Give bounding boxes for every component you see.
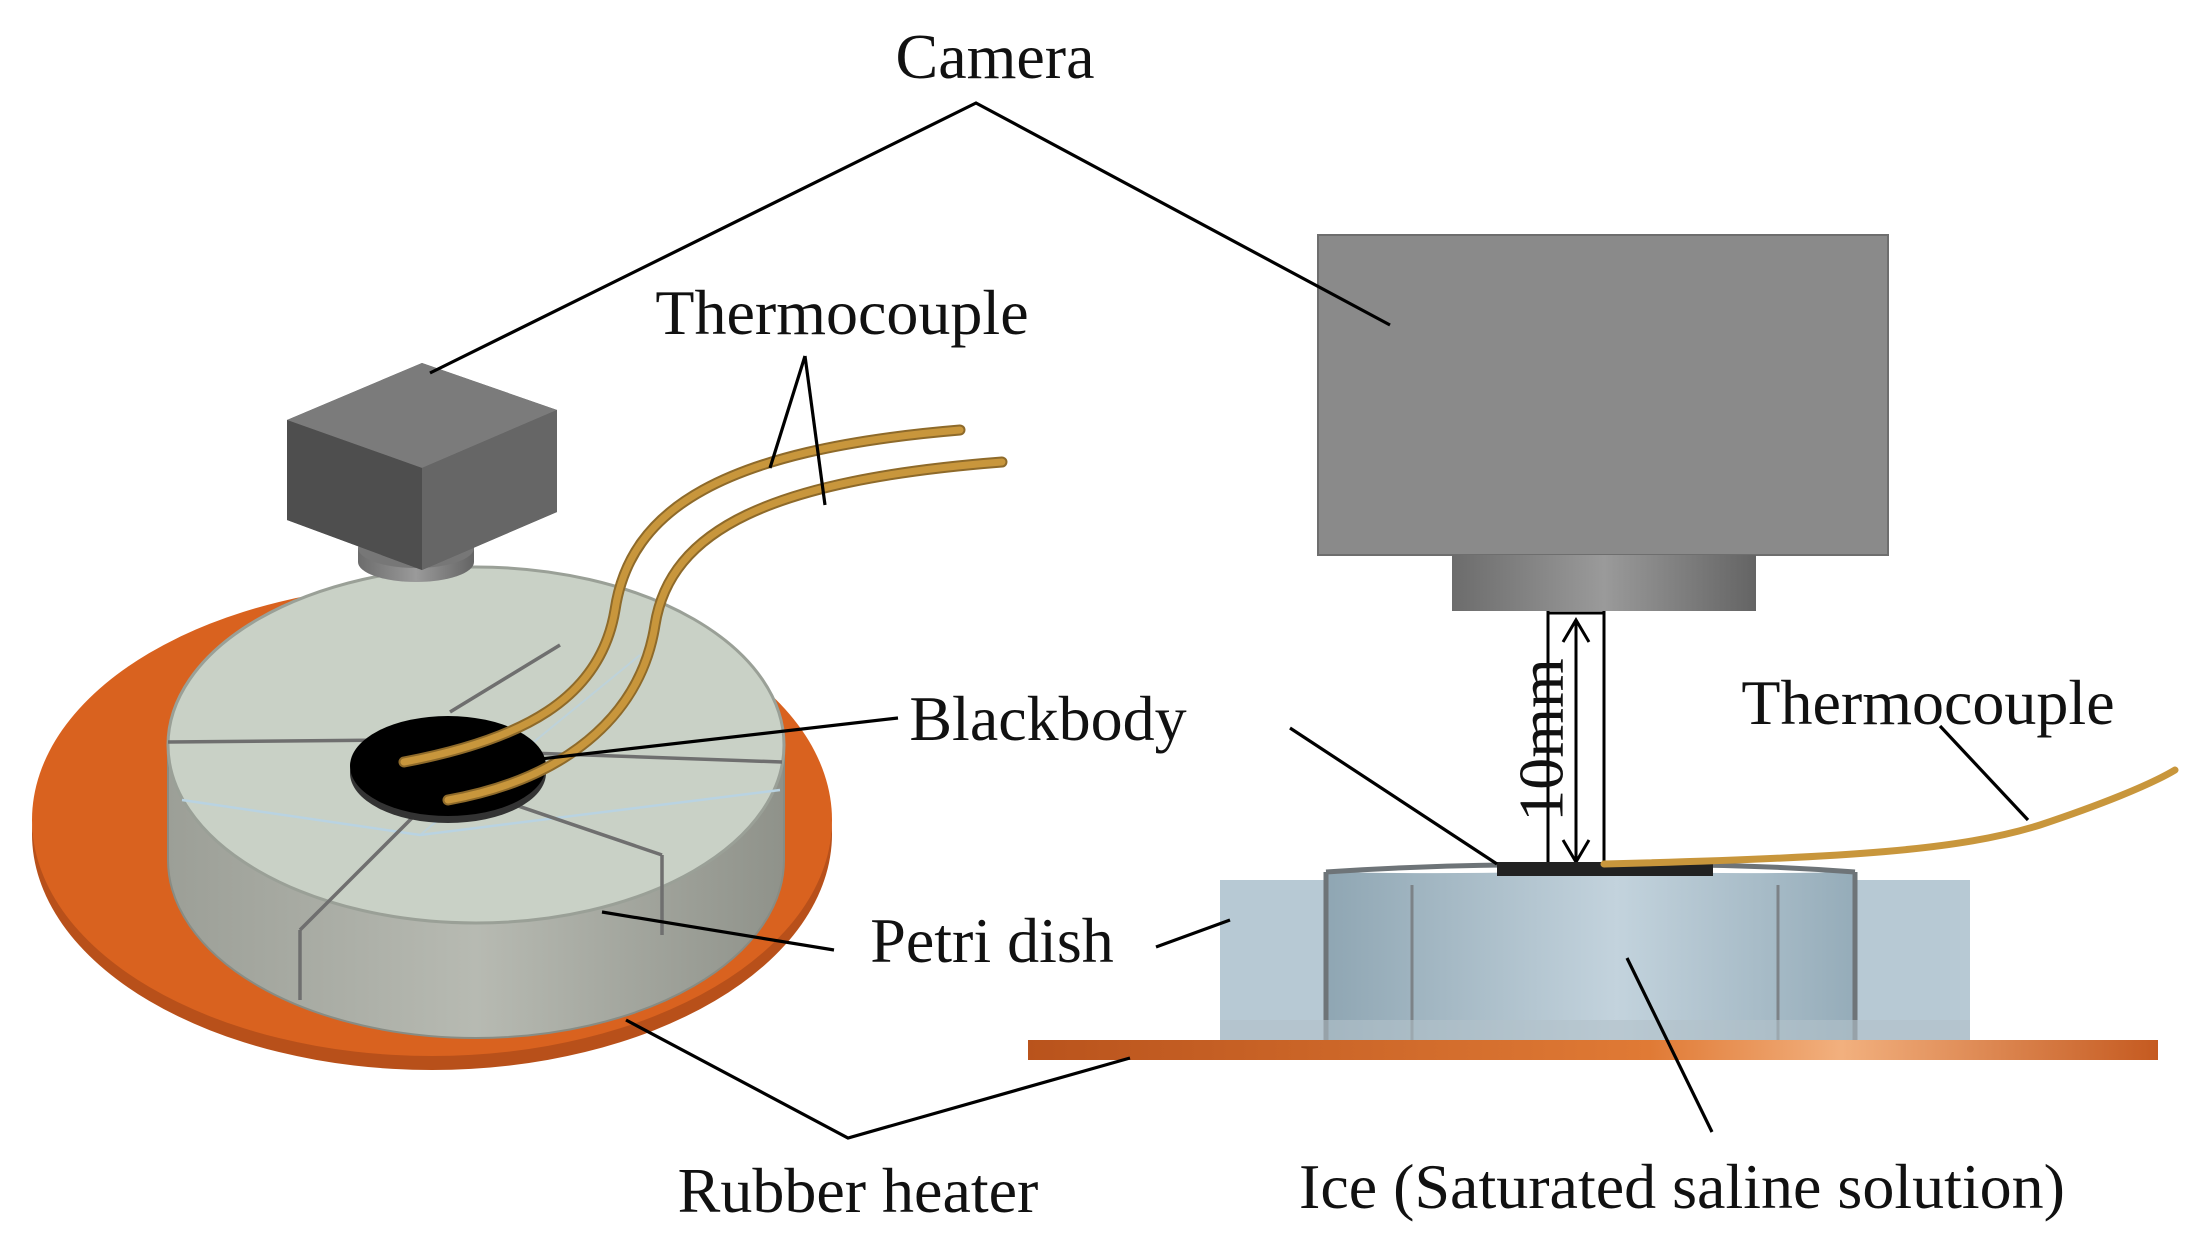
ice-block <box>1220 862 1970 1040</box>
leader-thermocouple-left-1 <box>768 355 807 469</box>
leader-ice <box>1625 957 1714 1133</box>
label-thermocouple-left: Thermocouple <box>655 277 1028 348</box>
left-isometric-view <box>32 363 1008 1070</box>
labels: Camera Thermocouple Blackbody Thermocoup… <box>655 21 2114 1226</box>
camera-left <box>287 363 557 582</box>
label-petri-dish: Petri dish <box>870 905 1114 976</box>
label-rubber-heater: Rubber heater <box>678 1155 1039 1226</box>
label-ice: Ice (Saturated saline solution) <box>1299 1151 2065 1222</box>
leader-thermocouple-left-2 <box>803 355 827 506</box>
camera-right <box>1317 234 1889 611</box>
leader-petri-dish-right <box>1155 918 1231 949</box>
leader-camera <box>429 101 1391 375</box>
leader-lines <box>429 101 2030 1140</box>
leader-rubber-heater <box>625 1018 1131 1140</box>
rubber-heater-plate <box>1028 1040 2158 1060</box>
thermocouples-left <box>398 424 1008 806</box>
thermocouple-right <box>1600 766 2179 868</box>
leader-blackbody-right <box>1289 726 1498 866</box>
leader-petri-dish-left <box>601 910 835 952</box>
leader-blackbody <box>487 716 899 767</box>
label-camera: Camera <box>896 21 1095 92</box>
right-side-view <box>1028 234 2179 1060</box>
label-blackbody: Blackbody <box>909 683 1186 754</box>
leader-thermocouple-right <box>1938 724 2030 822</box>
label-distance: 10mm <box>1506 658 1577 822</box>
label-thermocouple-right: Thermocouple <box>1741 667 2114 738</box>
